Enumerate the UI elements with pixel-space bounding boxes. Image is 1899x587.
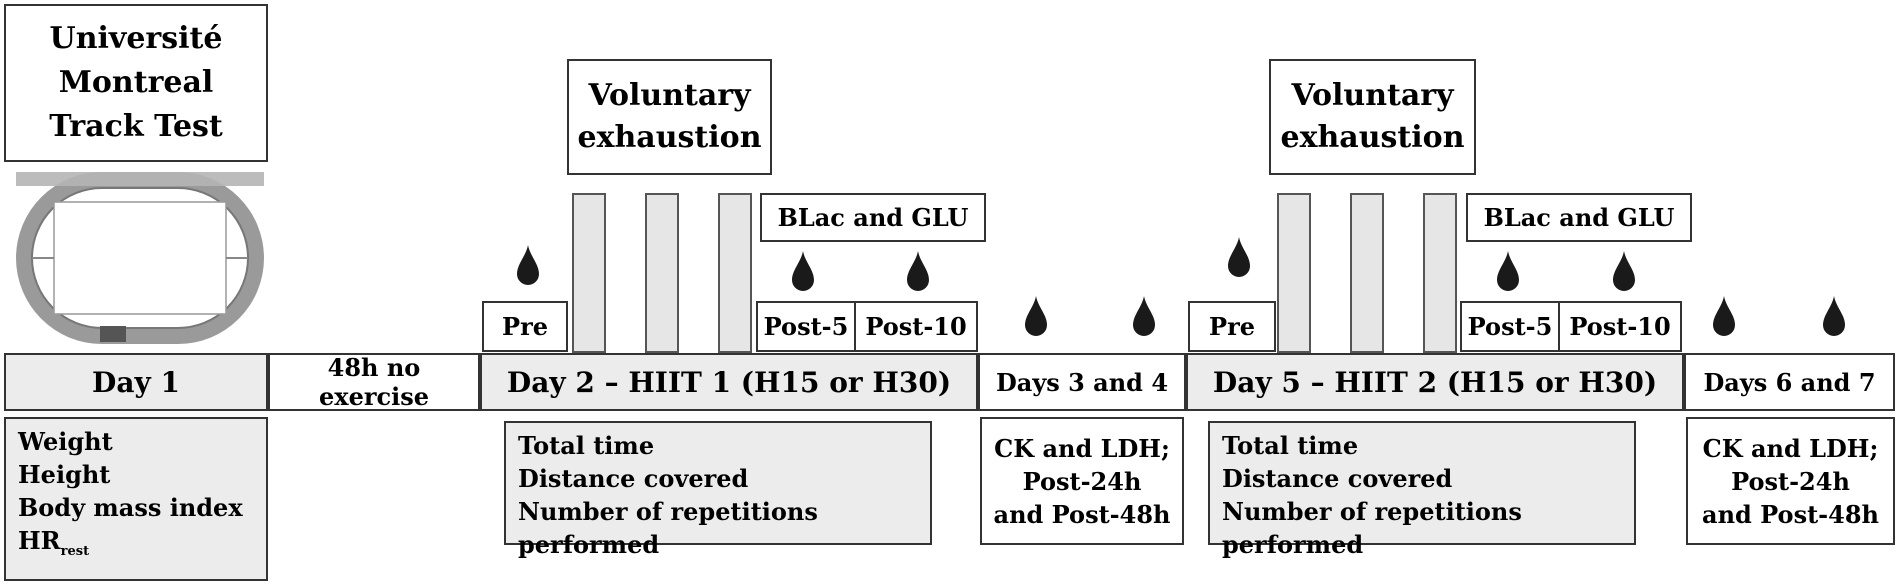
days-6-7-ck-ldh: CK and LDH; Post-24h and Post-48h (1686, 417, 1895, 545)
measure-distance: Distance covered (518, 464, 749, 493)
timeline-days-3-4: Days 3 and 4 (978, 353, 1186, 411)
ck-ldh-line-3: and Post-48h (1702, 499, 1879, 529)
post-10-label-1: Post-10 (854, 301, 978, 352)
blood-drop-icon (906, 250, 930, 292)
blood-drop-icon (1496, 250, 1520, 292)
interval-bar-4 (1277, 193, 1311, 353)
days-3-4-ck-ldh: CK and LDH; Post-24h and Post-48h (980, 417, 1184, 545)
blood-drop-icon (1132, 295, 1156, 337)
timeline-day-5-hiit-2: Day 5 – HIIT 2 (H15 or H30) (1186, 353, 1684, 411)
blac-glu-label-1: BLac and GLU (760, 193, 986, 242)
post-10-label-2: Post-10 (1558, 301, 1682, 352)
track-test-line-3: Track Test (49, 109, 223, 144)
blood-drop-icon (1227, 236, 1251, 278)
measure-distance: Distance covered (1222, 464, 1453, 493)
pre-label-1: Pre (482, 301, 568, 352)
post-5-label-2: Post-5 (1460, 301, 1560, 352)
interval-bar-3 (718, 193, 752, 353)
interval-bar-1 (572, 193, 606, 353)
timeline-rest-period: 48h no exercise (268, 353, 480, 411)
measure-hr-rest: HRrest (18, 524, 266, 568)
ck-ldh-line-1: CK and LDH; (1702, 433, 1879, 463)
measure-bmi: Body mass index (18, 493, 243, 522)
pre-label-2: Pre (1188, 301, 1276, 352)
voluntary-line-2: exhaustion (1280, 120, 1465, 155)
track-test-line-1: Université (49, 21, 223, 56)
interval-bar-6 (1423, 193, 1457, 353)
blood-drop-icon (1612, 250, 1636, 292)
blood-drop-icon (791, 250, 815, 292)
timeline-days-6-7: Days 6 and 7 (1684, 353, 1895, 411)
voluntary-line-1: Voluntary (588, 78, 751, 113)
timeline-day-2-hiit-1: Day 2 – HIIT 1 (H15 or H30) (480, 353, 978, 411)
track-test-title-box: Université Montreal Track Test (4, 4, 268, 162)
voluntary-exhaustion-box-2: Voluntary exhaustion (1269, 59, 1476, 175)
blac-glu-label-2: BLac and GLU (1466, 193, 1692, 242)
ck-ldh-line-2: Post-24h (1731, 466, 1850, 496)
measure-height: Height (18, 460, 111, 489)
hr-label: HR (18, 526, 61, 555)
hiit-1-measures: Total time Distance covered Number of re… (504, 421, 932, 559)
blood-drop-icon (1712, 295, 1736, 337)
track-test-line-2: Montreal (58, 65, 214, 100)
interval-bar-5 (1350, 193, 1384, 353)
voluntary-exhaustion-box-1: Voluntary exhaustion (567, 59, 772, 175)
voluntary-line-2: exhaustion (577, 120, 762, 155)
interval-bar-2 (645, 193, 679, 353)
hr-subscript: rest (60, 543, 90, 559)
ck-ldh-line-2: Post-24h (1022, 466, 1142, 496)
measure-total-time: Total time (1222, 431, 1359, 460)
measure-repetitions: Number of repetitions performed (518, 497, 818, 559)
blood-drop-icon (1024, 295, 1048, 337)
post-5-label-1: Post-5 (756, 301, 856, 352)
ck-ldh-line-3: and Post-48h (993, 499, 1171, 529)
hiit-2-measures: Total time Distance covered Number of re… (1208, 421, 1636, 559)
ck-ldh-line-1: CK and LDH; (994, 433, 1170, 463)
running-track-icon (16, 172, 264, 344)
blood-drop-icon (516, 244, 540, 286)
measure-weight: Weight (18, 427, 113, 456)
voluntary-line-1: Voluntary (1291, 78, 1454, 113)
measure-total-time: Total time (518, 431, 655, 460)
blood-drop-icon (1822, 295, 1846, 337)
measure-repetitions: Number of repetitions performed (1222, 497, 1522, 559)
timeline-day-1: Day 1 (4, 353, 268, 411)
day-1-measures: Weight Height Body mass index HRrest (4, 417, 268, 581)
